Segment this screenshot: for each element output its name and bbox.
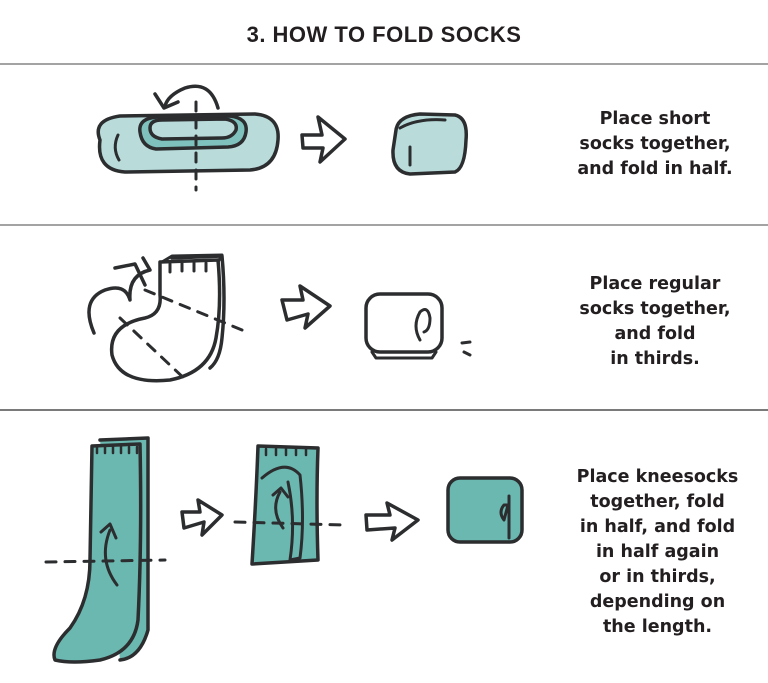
- next-step-arrow-icon: [364, 501, 420, 542]
- page-title: 3. HOW TO FOLD SOCKS: [246, 22, 522, 47]
- caption-regular-socks: Place regular socks together, and fold i…: [579, 274, 731, 369]
- folded-kneesock-icon: [446, 476, 524, 544]
- folded-short-sock-icon: [391, 112, 469, 176]
- caption-short-socks: Place short socks together, and fold in …: [577, 109, 733, 179]
- regular-socks-illustration: [87, 253, 472, 384]
- divider-2: [0, 409, 768, 411]
- divider-top: [0, 63, 768, 65]
- half-folded-kneesock-icon: [250, 444, 320, 566]
- short-socks-illustration: [96, 84, 469, 192]
- divider-1: [0, 224, 768, 226]
- section-kneesocks: Place kneesocks together, fold in half, …: [0, 411, 768, 683]
- caption-kneesocks: Place kneesocks together, fold in half, …: [576, 467, 739, 637]
- next-step-arrow-icon: [280, 284, 332, 330]
- fold-arrow-icon: [163, 84, 220, 110]
- next-step-arrow-icon: [180, 498, 224, 537]
- fold-line-icon: [143, 288, 244, 332]
- kneesock-icon: [52, 442, 143, 664]
- fold-line-icon: [44, 558, 167, 564]
- section-regular-socks: Place regular socks together, and fold i…: [0, 226, 768, 410]
- regular-sock-icon: [109, 258, 222, 383]
- section-short-socks: Place short socks together, and fold in …: [0, 65, 768, 225]
- kneesocks-illustration: [44, 436, 524, 664]
- next-step-arrow-icon: [300, 115, 347, 164]
